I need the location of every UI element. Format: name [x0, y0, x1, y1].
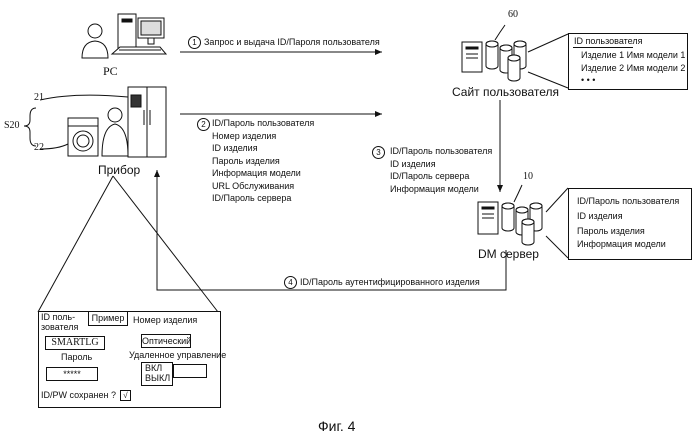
- form-remote-on[interactable]: ВКЛ: [145, 363, 162, 373]
- step-3-block: 3 ID/Пароль пользователя ID изделия ID/П…: [372, 146, 492, 195]
- user-site-server-icon: [462, 41, 526, 81]
- step-2-line: Информация модели: [212, 167, 314, 180]
- washer-ref-label: 22: [34, 142, 44, 153]
- step-1-text: Запрос и выдача ID/Пароля пользователя: [204, 37, 380, 47]
- user-site-panel-row: Изделие 1 Имя модели 1: [581, 50, 685, 61]
- dm-server-icon: [478, 202, 542, 245]
- form-remote-label: Удаленное управление: [129, 350, 226, 361]
- step-4-label: 4ID/Пароль аутентифицированного изделия: [284, 276, 480, 289]
- form-password-input[interactable]: *****: [46, 367, 98, 381]
- form-id-input[interactable]: SMARTLG: [45, 336, 105, 350]
- step-2-line: Пароль изделия: [212, 155, 314, 168]
- step-2-block: 2 ID/Пароль пользователя Номер изделия I…: [197, 118, 314, 205]
- form-id-label: ID поль- зователя: [41, 312, 78, 332]
- s20-label: S20: [4, 120, 20, 131]
- step-3-lines: ID/Пароль пользователя ID изделия ID/Пар…: [390, 145, 492, 195]
- form-remote-toggle[interactable]: ВКЛ ВЫКЛ: [141, 362, 173, 386]
- figure-caption: Фиг. 4: [318, 418, 355, 434]
- step-3-line: Информация модели: [390, 183, 492, 196]
- form-product-number-input[interactable]: Оптический: [141, 334, 191, 348]
- step-3-line: ID изделия: [390, 158, 492, 171]
- form-remote-field[interactable]: [173, 364, 207, 378]
- step-2-number: 2: [197, 118, 210, 131]
- user-site-ref-label: 60: [508, 9, 518, 20]
- pc-label: PC: [103, 64, 118, 78]
- step-3-line: ID/Пароль пользователя: [390, 145, 492, 158]
- user-site-ref-line: [495, 25, 505, 40]
- dm-server-panel: ID/Пароль пользователя ID изделия Пароль…: [568, 188, 692, 260]
- step-2-line: Номер изделия: [212, 130, 314, 143]
- step-1-number: 1: [188, 36, 201, 49]
- dm-panel-row: Пароль изделия: [577, 226, 645, 237]
- user-site-panel-ellipsis: • • •: [581, 75, 595, 86]
- form-saved-row: ID/PW сохранен ? √: [41, 390, 131, 401]
- form-saved-label: ID/PW сохранен ?: [41, 390, 116, 400]
- form-product-number-label: Номер изделия: [133, 315, 197, 326]
- form-password-label: Пароль: [61, 352, 92, 363]
- step-4-text: ID/Пароль аутентифицированного изделия: [300, 277, 480, 287]
- pc-icon: [82, 14, 166, 58]
- dm-panel-row: ID изделия: [577, 211, 623, 222]
- form-example-button[interactable]: Пример: [88, 311, 128, 326]
- step-2-line: ID/Пароль сервера: [212, 192, 314, 205]
- dm-server-ref-line: [514, 185, 522, 202]
- step-1-label: 1Запрос и выдача ID/Пароля пользователя: [188, 36, 380, 49]
- dm-panel-bracket: [546, 188, 568, 258]
- dm-panel-row: Информация модели: [577, 239, 666, 250]
- user-site-label: Сайт пользователя: [452, 85, 559, 99]
- step-3-number: 3: [372, 146, 385, 159]
- form-remote-off[interactable]: ВЫКЛ: [145, 373, 170, 383]
- dm-server-ref-label: 10: [523, 171, 533, 182]
- appliance-icons: [68, 87, 166, 157]
- user-site-panel-row: Изделие 2 Имя модели 2: [581, 63, 685, 74]
- fridge-ref-label: 21: [34, 92, 44, 103]
- step-2-line: URL Обслуживания: [212, 180, 314, 193]
- step-3-line: ID/Пароль сервера: [390, 170, 492, 183]
- user-site-panel-title: ID пользователя: [574, 36, 643, 47]
- user-site-panel-divider: [573, 47, 633, 48]
- appliance-login-form: ID поль- зователя Пример Номер изделия S…: [38, 311, 221, 408]
- appliance-label: Прибор: [98, 163, 140, 177]
- step-2-lines: ID/Пароль пользователя Номер изделия ID …: [212, 117, 314, 205]
- user-site-panel-bracket: [528, 34, 568, 88]
- form-saved-checkbox[interactable]: √: [120, 390, 131, 401]
- dm-server-label: DM сервер: [478, 247, 539, 261]
- dm-panel-row: ID/Пароль пользователя: [577, 196, 679, 207]
- step-2-line: ID изделия: [212, 142, 314, 155]
- user-site-panel: ID пользователя Изделие 1 Имя модели 1 И…: [568, 33, 688, 90]
- step-2-line: ID/Пароль пользователя: [212, 117, 314, 130]
- step-4-number: 4: [284, 276, 297, 289]
- appliance-form-callout: [38, 176, 218, 312]
